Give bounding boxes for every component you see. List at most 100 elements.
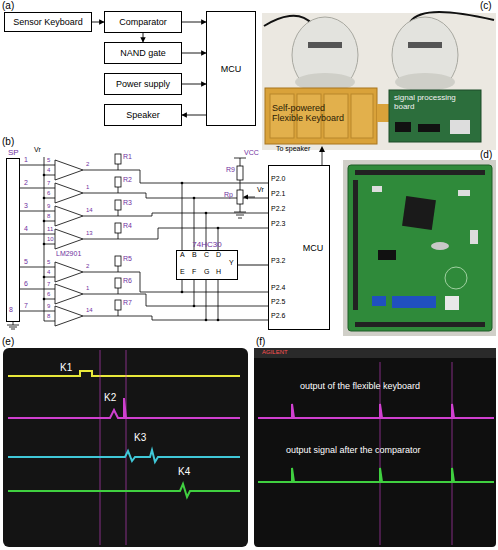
mcu-box: MCU [206, 11, 256, 126]
board-chip [395, 122, 411, 132]
photo-annotation: signal processing board [394, 94, 464, 112]
smd-part [458, 190, 470, 196]
junction-dot [43, 298, 46, 301]
pin-name: C [204, 251, 209, 259]
wire [44, 198, 55, 199]
speaker-line [322, 150, 323, 165]
pin-name: D [216, 251, 221, 259]
blue-component [392, 296, 436, 308]
mcu-chip [402, 196, 436, 230]
smd-part [372, 186, 382, 192]
wire [118, 288, 119, 294]
process-box: Sensor Keyboard [4, 12, 92, 32]
wire [83, 228, 268, 239]
connector [182, 53, 206, 54]
wire [240, 204, 241, 212]
resistor-symbol [115, 200, 121, 210]
resistor-label: R7 [123, 299, 132, 307]
pin-number: 14 [86, 307, 93, 314]
wire [44, 244, 55, 245]
signal-name: Vr [257, 186, 264, 194]
crystal [431, 242, 449, 250]
resistor-label: R5 [123, 255, 132, 263]
wire [20, 211, 55, 212]
pin-number: 10 [47, 236, 54, 243]
trace-marker [126, 350, 127, 545]
connector [143, 33, 144, 42]
comparator-symbol [55, 206, 83, 226]
pin-name: H [216, 268, 221, 276]
wire [44, 299, 55, 300]
junction-dot [43, 276, 46, 279]
pin-number: 8 [47, 313, 50, 320]
connector [182, 84, 206, 85]
photo-background [343, 160, 496, 336]
wire [20, 188, 55, 189]
wire [44, 277, 55, 278]
connector [182, 22, 206, 23]
comparator-symbol [55, 306, 83, 326]
potentiometer-symbol [237, 190, 243, 204]
wire [240, 180, 241, 190]
junction-dot [43, 243, 46, 246]
pin-number: 1 [86, 285, 89, 292]
wire [20, 289, 55, 290]
comparator-symbol [55, 160, 83, 180]
resistor-symbol [115, 154, 121, 164]
junction-dot [205, 212, 208, 215]
node-text: NAND gate [120, 48, 166, 58]
pin-name: P2.1 [271, 190, 285, 198]
speaker [392, 17, 458, 93]
wire [240, 158, 241, 166]
junction-dot [43, 220, 46, 223]
ground-symbol [234, 212, 246, 213]
trace-label: K3 [134, 432, 146, 443]
resistor-label: Rp [224, 191, 233, 199]
pin-number: 7 [24, 302, 28, 310]
ground-symbol [9, 327, 17, 328]
scope-screen [3, 348, 248, 547]
trace-marker [452, 362, 453, 545]
pin-name: P2.6 [271, 312, 285, 320]
resistor-label: R4 [123, 222, 132, 230]
pin-name: G [204, 268, 209, 276]
junction-dot [43, 197, 46, 200]
process-box: Power supply [104, 73, 182, 95]
pin-name: A [180, 251, 185, 259]
resistor-symbol [115, 177, 121, 187]
signal-name: Vr [34, 146, 41, 154]
resistor-symbol [237, 166, 243, 180]
reference-bus [44, 157, 45, 321]
pin-number: 11 [47, 226, 53, 233]
process-box: Speaker [104, 104, 182, 126]
node-text: Comparator [119, 17, 167, 27]
pin-header [355, 322, 485, 327]
pin-number: 6 [24, 280, 28, 288]
silkscreen-circle [445, 267, 467, 289]
node-text: Sensor Keyboard [13, 17, 83, 27]
speaker-brand-strip [408, 42, 442, 48]
pin-name: F [192, 268, 196, 276]
speaker [292, 17, 358, 93]
key-pad [351, 94, 373, 138]
board-chip [418, 124, 440, 132]
panel-label: (c) [480, 0, 492, 11]
pin-name: P2.5 [271, 298, 285, 306]
trace-yellow [8, 371, 240, 376]
pin-name: E [180, 268, 185, 276]
connector [92, 22, 104, 23]
scope-screen [254, 348, 496, 547]
chip-name: LM2901 [56, 250, 81, 258]
signal-board [389, 90, 481, 142]
ground-symbol [236, 215, 244, 216]
wire [13, 322, 14, 325]
wire [118, 210, 119, 216]
speaker-brand-strip [308, 42, 342, 48]
node-text: MCU [221, 64, 242, 74]
junction-dot [181, 182, 184, 185]
trace-magenta [258, 404, 494, 418]
pin-number: 7 [47, 180, 50, 187]
panel-label: (a) [2, 0, 14, 11]
junction-dot [193, 197, 196, 200]
pin-number: 6 [47, 291, 50, 298]
